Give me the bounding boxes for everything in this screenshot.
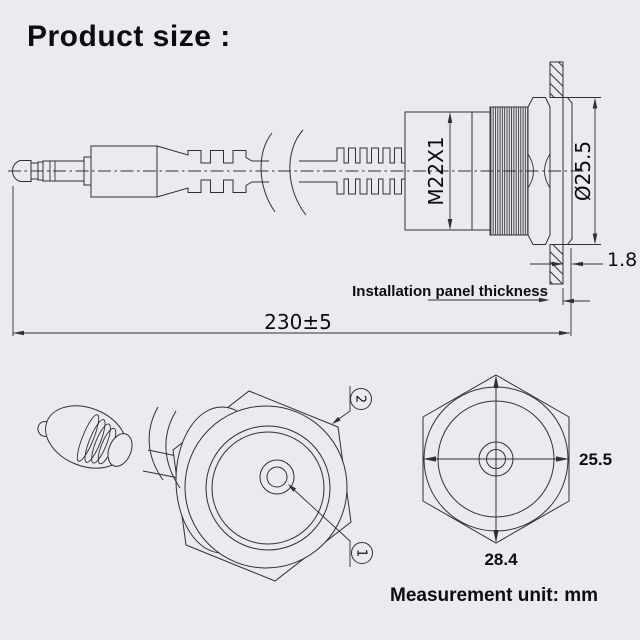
break-line bbox=[260, 132, 276, 213]
plug-mouth bbox=[107, 433, 133, 467]
overall-length-dimension: 230±5 bbox=[12, 186, 572, 336]
across-flats-dimension: 25.5 bbox=[423, 450, 612, 469]
panel-thickness-label: Installation panel thickness bbox=[352, 283, 548, 300]
height-dim-label: 28.4 bbox=[484, 550, 518, 569]
bezel-diameter-dimension: Ø25.5 bbox=[566, 97, 601, 245]
front-view: 28.4 25.5 bbox=[422, 374, 612, 569]
bezel-thickness-dimension: 1.8 bbox=[530, 249, 637, 271]
callout-1: 1 bbox=[354, 549, 369, 557]
connector-strain-relief bbox=[336, 147, 405, 164]
audio-plug-side bbox=[11, 145, 269, 198]
bezel-thickness-label: 1.8 bbox=[607, 249, 637, 271]
audio-plug-perspective bbox=[37, 405, 133, 469]
break-line bbox=[165, 410, 181, 489]
callout-bezel-rim: 2 bbox=[332, 386, 372, 424]
width-dim-label: 25.5 bbox=[579, 450, 612, 469]
overall-length-label: 230±5 bbox=[264, 310, 332, 334]
center-jack-hole bbox=[259, 459, 295, 495]
plug-strain-relief bbox=[156, 179, 269, 198]
connector-strain-relief bbox=[336, 178, 405, 195]
across-corners-dimension: 28.4 bbox=[484, 375, 518, 569]
plug-barrel bbox=[90, 145, 158, 198]
break-line bbox=[148, 406, 164, 481]
hex-nut-side bbox=[527, 97, 551, 245]
cable-break bbox=[260, 129, 337, 216]
callout-2: 2 bbox=[353, 395, 368, 403]
installation-panel bbox=[549, 61, 564, 98]
callout-center-pin: 1 bbox=[288, 484, 373, 567]
plug-strain-relief bbox=[156, 145, 269, 164]
break-line bbox=[289, 129, 307, 216]
mount-connector-side bbox=[336, 61, 573, 285]
bezel-face bbox=[184, 405, 348, 569]
page-title: Product size : bbox=[27, 20, 231, 53]
thread-spec-dimension: M22X1 bbox=[424, 112, 453, 230]
perspective-view: 2 1 bbox=[37, 386, 373, 582]
measurement-unit-note: Measurement unit: mm bbox=[390, 585, 598, 606]
thread-spec-label: M22X1 bbox=[424, 136, 448, 205]
bezel-diameter-label: Ø25.5 bbox=[571, 141, 595, 201]
panel-thickness-callout: Installation panel thickness bbox=[352, 283, 590, 305]
side-view: M22X1 Ø25.5 1.8 Installation panel thick… bbox=[8, 61, 637, 336]
